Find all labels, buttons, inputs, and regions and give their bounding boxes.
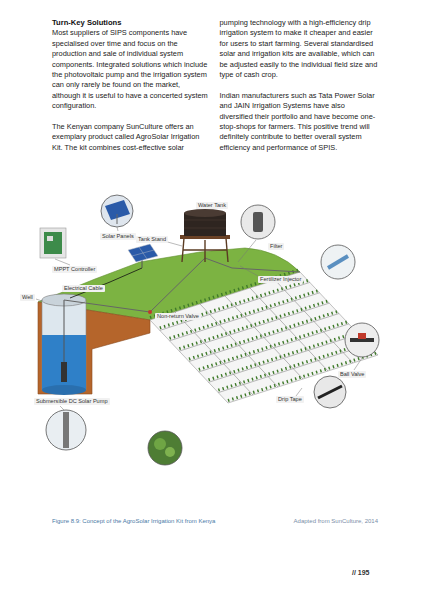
illustration-g [184,220,226,228]
illustration-rect [42,300,86,390]
illustration-line [183,249,227,250]
illustration-line [318,386,342,398]
illustration-line [218,342,368,390]
illustration-line [328,256,348,268]
illustration-rect [63,412,69,448]
part-label: Electrical Cable [62,285,105,292]
illustration-rect [47,236,53,241]
figure-caption: Figure 8.9: Concept of the AgroSolar Irr… [52,518,215,524]
part-label: Tank Stand [136,236,168,243]
part-label: Ball Valve [338,371,366,378]
part-label: Filter [268,243,284,250]
illustration-rect [44,232,62,254]
illustration-ellipse [42,385,86,395]
illustration-line [296,388,302,396]
illustration-line [275,280,353,363]
illustration-line [354,358,362,370]
illustration-line [160,280,310,328]
illustration-circle [314,376,346,408]
page-number: // 195 [352,569,370,576]
part-label: Submersible DC Solar Pump [34,398,110,405]
part-label: Well [20,294,35,301]
illustration-line [200,304,278,387]
illustration-line [199,321,349,369]
part-label: MPPT Controller [52,266,97,273]
illustration-circle [148,431,182,465]
illustration-g [182,238,228,262]
illustration-line [175,312,253,395]
illustration-line [117,214,118,224]
illustration-line [184,228,226,229]
illustration-line [60,406,64,410]
illustration-ellipse [184,209,226,217]
illustration-polyline [205,258,300,272]
illustration-g [150,270,378,401]
illustration-line [55,259,70,265]
section-heading: Turn-Key Solutions [52,18,211,28]
illustration-line [179,301,329,349]
illustration-g [46,195,379,465]
part-label: Drip Tape [276,396,304,403]
illustration-rect [358,333,366,339]
body-paragraph: Most suppliers of SIPS components have s… [52,28,211,111]
text-columns: Turn-Key SolutionsMost suppliers of SIPS… [52,18,378,158]
illustration-circle [241,205,275,239]
part-label: Non-return Valve [155,313,201,320]
illustration-line [189,311,339,359]
illustration-line [228,353,378,401]
illustration-circle [46,410,86,450]
illustration-line [209,332,359,380]
illustration-line [117,227,118,231]
illustration-circle [148,310,152,314]
illustration-line [250,288,328,371]
illustration-rect [253,212,263,232]
illustration-line [204,240,205,262]
illustration-g [36,227,362,410]
illustration-circle [154,438,166,450]
illustration-line [240,266,258,276]
source-note: Adapted from SunCulture, 2014 [294,518,378,524]
illustration-line [238,240,256,262]
illustration-line [225,296,303,379]
illustration-rect [61,362,67,382]
illustration-circle [165,447,175,457]
illustration-rect [40,228,66,258]
illustration-line [36,299,42,301]
illustration-circle [345,323,379,357]
part-label: Fertilizer Injector [258,276,303,283]
illustration-line [64,300,65,362]
part-label: Water Tank [196,202,228,209]
illustration-line [132,250,154,256]
illustration-line [184,220,226,221]
body-paragraph: Indian manufacturers such as Tata Power … [220,91,379,153]
illustration-polygon [128,244,158,262]
illustration-circle [321,245,355,279]
illustration-circle [101,195,133,227]
part-label: Solar Panels [100,233,136,240]
